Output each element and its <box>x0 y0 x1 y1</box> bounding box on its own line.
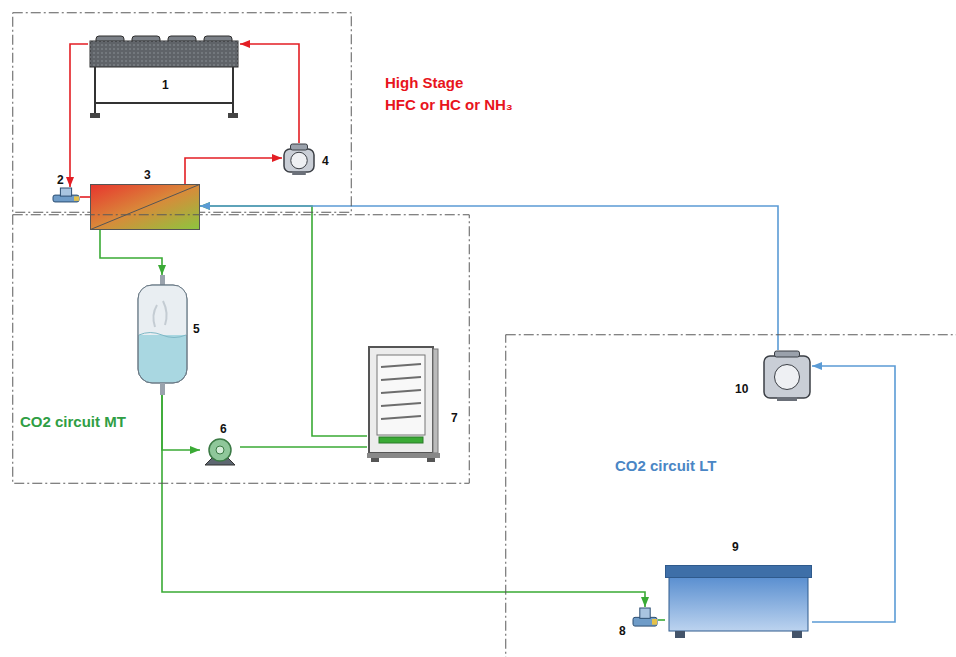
compressor: 4 <box>282 143 316 176</box>
drawing-part <box>775 365 800 390</box>
drawing-part <box>292 171 306 175</box>
liquid-receiver: 5 <box>135 275 190 395</box>
condenser: 1 <box>88 35 240 120</box>
refrigerant-pipe <box>812 366 895 622</box>
system-boundary: CO2 circuit LT1089 <box>505 334 956 657</box>
drawing-part <box>90 113 100 118</box>
freezer-cabinet-outline <box>665 565 812 640</box>
compressor-outline <box>282 143 316 176</box>
drawing-part <box>652 619 657 625</box>
region-title: High Stage <box>385 74 463 92</box>
drawing-part <box>379 437 423 443</box>
drawing-part <box>433 349 438 453</box>
drawing-part <box>291 144 308 150</box>
heat-exchanger-outline <box>90 184 200 230</box>
drawing-part <box>284 149 314 172</box>
drawing-part <box>427 458 435 462</box>
drawing-part <box>216 446 224 454</box>
heat-exchanger: 3 <box>90 184 200 230</box>
drawing-part <box>381 377 421 380</box>
drawing-part <box>13 13 352 213</box>
callout-number: 6 <box>220 420 227 438</box>
expansion-valve: 8 <box>632 607 658 630</box>
refrigerant-pipe <box>658 619 665 621</box>
drawing-part <box>669 577 808 631</box>
drawing-part <box>381 416 421 419</box>
drawing-part <box>506 335 956 657</box>
callout-number: 8 <box>619 622 626 640</box>
drawing-part <box>381 364 421 367</box>
drawing-part <box>764 356 810 398</box>
drawing-part <box>139 286 187 336</box>
drawing-part <box>371 458 379 462</box>
drawing-part <box>160 383 165 395</box>
drawing-part <box>381 403 421 406</box>
drawing-part <box>381 390 421 393</box>
drawing-part <box>792 631 802 638</box>
drawing-part <box>90 41 238 67</box>
drawing-part <box>367 453 440 458</box>
drawing-part <box>13 215 470 484</box>
drawing-part <box>139 333 186 338</box>
compressor: 10 <box>762 350 812 402</box>
drawing-part <box>95 67 233 113</box>
region-title: CO2 circuit MT <box>20 413 126 431</box>
drawing-part <box>60 188 71 196</box>
refrigerant-pipe <box>240 44 299 143</box>
drawing-part <box>138 285 187 383</box>
drawing-part <box>91 185 200 230</box>
drawing-part <box>74 196 79 201</box>
callout-number: 2 <box>57 171 64 189</box>
refrigerant-pipe <box>200 206 367 436</box>
drawing-part <box>209 439 231 461</box>
callout-number: 7 <box>451 409 458 427</box>
display-cabinet: 7 <box>367 345 440 463</box>
drawing-part <box>369 347 433 453</box>
callout-number: 3 <box>144 166 151 184</box>
expansion-valve-outline <box>632 607 658 630</box>
pump-outline <box>200 437 240 466</box>
drawing-part <box>291 152 308 169</box>
drawing-part <box>640 608 650 618</box>
callout-number: 9 <box>732 538 739 556</box>
drawing-part <box>775 351 800 357</box>
refrigerant-label: HFC or HC or NH₃ <box>385 96 513 114</box>
refrigerant-pipe <box>100 230 162 275</box>
expansion-valve-outline <box>52 187 80 205</box>
drawing-part <box>138 285 187 383</box>
drawing-part <box>666 566 812 578</box>
callout-number: 4 <box>322 152 329 170</box>
display-cabinet-outline <box>367 345 440 463</box>
liquid-receiver-outline <box>135 275 190 395</box>
refrigerant-pipe <box>200 206 778 350</box>
drawing-part <box>777 397 797 401</box>
pump: 6 <box>200 437 240 466</box>
condenser-outline <box>88 35 240 120</box>
callout-number: 5 <box>193 320 200 338</box>
callout-number: 10 <box>735 380 748 398</box>
refrigerant-pipe <box>240 446 367 448</box>
refrigerant-pipe <box>80 196 90 198</box>
freezer-cabinet: 9 <box>665 565 812 640</box>
drawing-part <box>160 275 165 286</box>
drawing-part <box>153 301 166 327</box>
refrigerant-pipe <box>162 395 200 450</box>
drawing-part <box>91 185 200 230</box>
compressor-outline <box>762 350 812 402</box>
expansion-valve: 2 <box>52 187 80 205</box>
refrigerant-pipe <box>70 44 88 187</box>
drawing-part <box>675 631 685 638</box>
callout-number: 1 <box>162 76 169 94</box>
drawing-part <box>90 41 238 67</box>
system-boundary: CO2 circuit MT 5 6 7 <box>12 214 470 484</box>
drawing-part <box>228 113 238 118</box>
refrigerant-pipe <box>185 158 282 184</box>
drawing-part <box>377 355 425 435</box>
region-title: CO2 circuit LT <box>615 457 716 475</box>
system-boundary: High StageHFC or HC or NH₃1234 <box>12 12 352 213</box>
